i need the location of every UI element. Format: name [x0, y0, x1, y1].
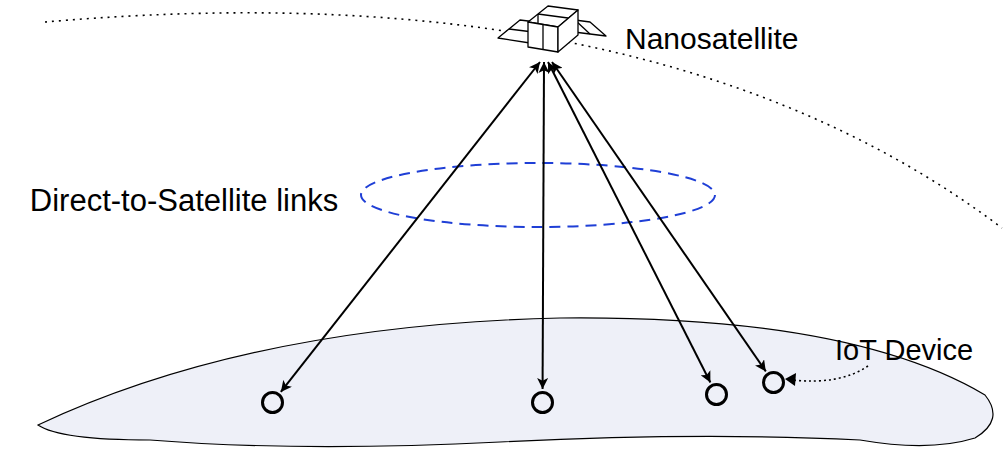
ground-region: [38, 318, 993, 447]
iot-device-circle: IoT Device: [762, 371, 785, 394]
leader-arrowhead: [785, 373, 796, 386]
satellite-link-arrow: [548, 62, 710, 382]
node-label: Nanosatellite: [625, 22, 798, 56]
satellite-link-arrow: [552, 62, 766, 371]
satellite-link-arrow: [543, 62, 544, 389]
satellite-link-arrow: [281, 62, 540, 392]
satellite-node: Nanosatellite: [506, 4, 584, 60]
leader-line: [792, 366, 868, 381]
links-ellipse: [361, 163, 715, 227]
iot-device-circle: [261, 391, 284, 414]
iot-device-circle: [531, 391, 554, 414]
annotation-label: Direct-to-Satellite links: [2, 182, 366, 219]
nanosatellite-icon: [498, 6, 606, 52]
node-label: IoT Device: [835, 334, 973, 367]
iot-device-circle: [705, 383, 728, 406]
